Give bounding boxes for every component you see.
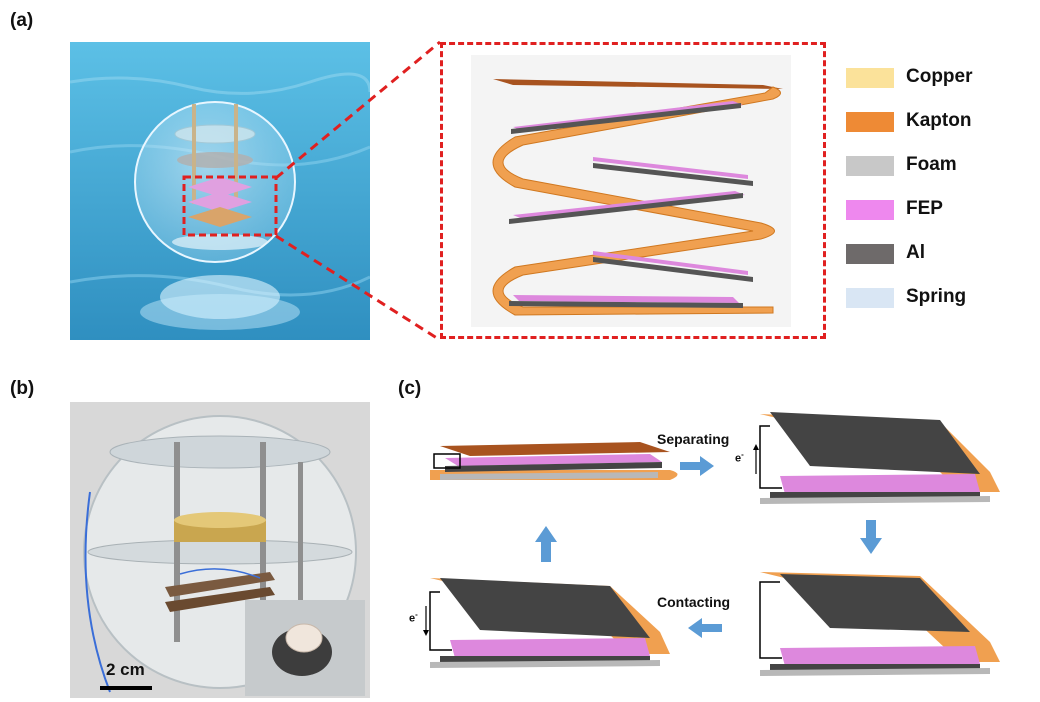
legend-label-kapton: Kapton bbox=[906, 110, 972, 131]
legend-swatch-kapton bbox=[846, 112, 894, 132]
arrow-right bbox=[680, 456, 714, 476]
arrow-up bbox=[535, 526, 557, 562]
contacting-label: Contacting bbox=[657, 594, 731, 610]
zoomed-stack-box bbox=[440, 42, 826, 339]
legend-swatch-al bbox=[846, 244, 894, 264]
electron-label-separating: e- bbox=[735, 450, 744, 465]
scale-bar-label: 2 cm bbox=[106, 660, 145, 679]
scale-bar bbox=[100, 686, 152, 690]
separating-label: Separating bbox=[657, 431, 730, 447]
working-process-diagram bbox=[423, 412, 1000, 676]
state-approaching bbox=[429, 578, 670, 668]
legend-label-copper: Copper bbox=[906, 66, 973, 87]
state-separated bbox=[759, 412, 1000, 504]
arrow-left bbox=[688, 618, 722, 638]
panel-label-a: (a) bbox=[10, 10, 34, 31]
panel-label-c: (c) bbox=[398, 378, 422, 399]
legend-swatch-foam bbox=[846, 156, 894, 176]
arrow-down bbox=[860, 520, 882, 554]
legend-label-spring: Spring bbox=[906, 286, 967, 307]
legend-label-fep: FEP bbox=[906, 198, 943, 219]
legend-swatch-copper bbox=[846, 68, 894, 88]
device-photo: 2 cm bbox=[70, 402, 370, 698]
state-pressing bbox=[759, 572, 1000, 676]
water-scene bbox=[70, 42, 370, 340]
water-render-image bbox=[70, 42, 370, 340]
legend-label-foam: Foam bbox=[906, 154, 957, 175]
legend-label-al: Al bbox=[906, 242, 925, 263]
electron-label-contacting: e- bbox=[409, 610, 418, 625]
panel-label-b: (b) bbox=[10, 378, 35, 399]
device-photo-drawing bbox=[70, 402, 370, 698]
state-contact-initial bbox=[430, 442, 678, 480]
folded-teng-stack bbox=[471, 55, 791, 327]
legend-swatch-fep bbox=[846, 200, 894, 220]
legend-swatch-spring bbox=[846, 288, 894, 308]
